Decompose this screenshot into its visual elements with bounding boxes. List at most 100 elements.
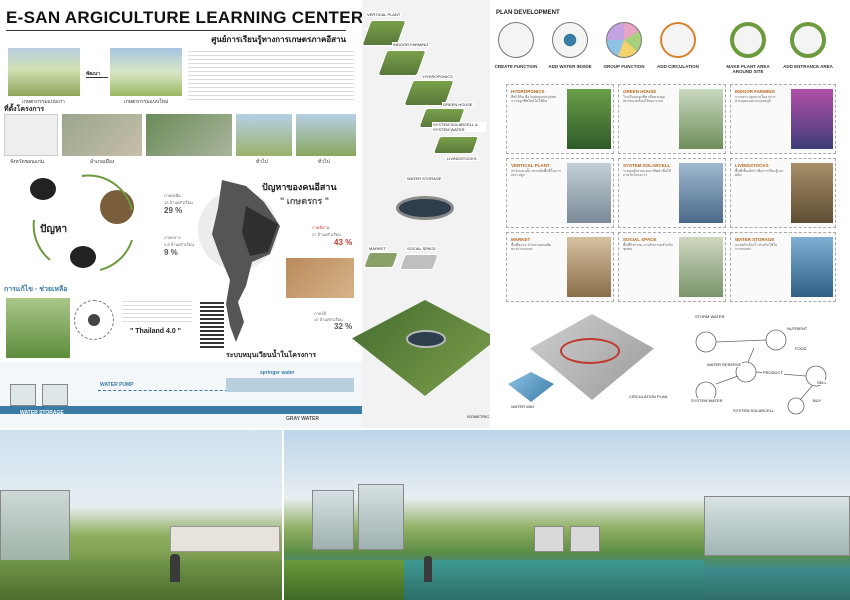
- function-photo: [791, 237, 833, 297]
- step-label-2: ADD WATER INSIDE: [548, 64, 592, 69]
- step-label-5: MAKE PLANT AREA AROUND SITE: [726, 64, 770, 74]
- step-plant-area: [730, 22, 766, 58]
- label-indoor-farming: INDOOR FARMING: [392, 42, 430, 47]
- function-photo: [679, 163, 723, 223]
- greenhouse-section-2: [42, 384, 68, 406]
- solution-photo: [6, 298, 70, 358]
- cycle-label-nutrient: NUTRIENT: [786, 326, 809, 331]
- cycle-label-system-solarcell: SYSTEM SOLARCELL: [732, 408, 776, 413]
- label-vertical-plant: VERTICAL PLANT: [366, 12, 402, 17]
- visitor-figure: [424, 556, 432, 582]
- function-text: พื้นที่เลี้ยงสัตว์ เพื่อการเรียนรู้และผล…: [735, 169, 784, 177]
- function-text: พื้นที่ตลาด จำหน่ายผลผลิตทางการเกษตร: [511, 243, 552, 251]
- function-title: INDOOR FARMING: [735, 89, 775, 94]
- gable-house-2: [358, 484, 404, 550]
- stat-north-pct: 29 %: [164, 206, 183, 215]
- cycle-label-buy: BUY: [812, 398, 823, 403]
- function-cell-market: MARKET พื้นที่ตลาด จำหน่ายผลผลิตทางการเก…: [506, 232, 614, 302]
- pond: [404, 560, 704, 600]
- pavilion-building: [170, 526, 280, 552]
- function-photo: [679, 89, 723, 149]
- site-caption-photo-2: ทั่วไป: [318, 159, 330, 165]
- stat-northeast-pct: 43 %: [334, 238, 353, 247]
- solarcell-plot: [432, 136, 480, 154]
- function-photo: [791, 163, 833, 223]
- function-text: แหล่งกักเก็บน้ำ สำหรับใช้ในการเกษตร: [735, 243, 778, 251]
- site-map-province: [4, 114, 58, 156]
- function-cell-indoor-farming: INDOOR FARMING การเพาะปลูกภายในอาคาร ควบ…: [730, 84, 836, 154]
- site-caption-district: อำเภอเมือง: [90, 159, 115, 165]
- label-livingstocks: LIVINGSTOCKS: [446, 156, 478, 161]
- function-cell-green-house: GREEN HOUSE โรงเรือนปลูกพืช เพื่อควบคุมส…: [618, 84, 726, 154]
- function-title: LIVINGSTOCKS: [735, 163, 769, 168]
- foreground-garden: [284, 560, 404, 600]
- stat-northeast-label: ภาคอีสาน: [312, 225, 330, 230]
- function-cell-solarcell: SYSTEM SOLARCELL ระบบพลังงานแสงอาทิตย์ เ…: [618, 158, 726, 228]
- small-house-2: [570, 526, 600, 552]
- site-map-district: [62, 114, 142, 156]
- function-title: HYDROPONICS: [511, 89, 545, 94]
- greenhouse-building: [0, 490, 70, 562]
- cycle-label-storm-water: STORM WATER: [694, 314, 726, 319]
- label-social-space: SOCIAL SPACE: [406, 246, 437, 251]
- underground-water: [0, 406, 362, 414]
- stat-central-value: 0.8 ล้านครัวเรือน: [164, 242, 194, 247]
- gable-house-1: [312, 490, 354, 550]
- step-label-6: ADD ENTRANCE AREA: [783, 64, 833, 69]
- step-entrance-area: [790, 22, 826, 58]
- site-caption-photo-1: ทั่วไป: [256, 159, 268, 165]
- function-text: ระบบพลังงานแสงอาทิตย์ เพื่อใช้ภายในโครงก…: [623, 169, 671, 177]
- label-isometric: ISOMETRIC: [467, 414, 490, 419]
- greenhouse-section-1: [10, 384, 36, 406]
- function-text: ฟาร์มแนวตั้ง ประหยัดพื้นที่ในการเพาะปลูก: [511, 169, 561, 177]
- label-market: MARKET: [368, 246, 387, 251]
- function-text: พื้นที่กิจกรรม ลานกิจกรรมสำหรับชุมชน: [623, 243, 673, 251]
- cycle-label-product: PRODUCT: [762, 370, 784, 375]
- function-text: การเพาะปลูกภายในอาคาร ควบคุมแสงและอุณหภู…: [735, 95, 776, 103]
- label-green-house: GREEN HOUSE: [442, 102, 474, 107]
- site-heading: ที่ตั้งโครงการ: [4, 106, 45, 113]
- stat-northeast-value: 27 ล้านครัวเรือน: [312, 232, 341, 237]
- site-photo-2: [296, 114, 356, 156]
- step-label-1: CREATE FUNCTION: [494, 64, 538, 69]
- function-text: พืชไร้ดิน คือ hydroponic plant การปลูกพื…: [511, 95, 557, 103]
- function-title: GREEN HOUSE: [623, 89, 657, 94]
- label-hydroponics: HYDROPONICS: [422, 74, 454, 79]
- function-photo: [791, 89, 833, 149]
- dry-soil-icon: [100, 190, 134, 224]
- water-way-model: [508, 372, 554, 402]
- resource-cycle-diagram: [695, 329, 827, 415]
- system-heading: ระบบหมุนเวียนน้ำในโครงการ: [226, 352, 317, 359]
- thailand-map: [212, 180, 280, 342]
- render-pond-landscape: [284, 430, 850, 600]
- title-divider: [6, 30, 346, 31]
- label-circulation-plan: CIRCULATION PLAN: [628, 394, 669, 399]
- function-title: MARKET: [511, 237, 531, 242]
- stat-north-label: ภาคเหนือ: [164, 193, 181, 198]
- cycle-arrows: [32, 174, 133, 271]
- isometric-site-model: [352, 300, 498, 396]
- label-water-storage: WATER STORAGE: [406, 176, 443, 181]
- cycle-label-sell: SELL: [816, 380, 828, 385]
- function-grid: HYDROPONICS พืชไร้ดิน คือ hydroponic pla…: [506, 84, 836, 302]
- step-create-function: [498, 22, 534, 58]
- cycle-label-food: FOOD: [794, 346, 808, 351]
- function-cell-water-storage: WATER STORAGE แหล่งกักเก็บน้ำ สำหรับใช้ใ…: [730, 232, 836, 302]
- family-icon: [70, 246, 96, 268]
- label-water-way: WATER WAY: [510, 404, 536, 409]
- water-pipe: [98, 390, 238, 391]
- function-title: WATER STORAGE: [735, 237, 775, 242]
- board-subtitle: ศูนย์การเรียนรู้ทางการเกษตรภาคอีสาน: [211, 35, 346, 44]
- function-photo: [567, 163, 611, 223]
- function-photo: [679, 237, 723, 297]
- water-storage-tank: [396, 196, 454, 220]
- vertical-farm-structure: [704, 496, 850, 556]
- intro-paragraph: [188, 48, 354, 100]
- market-plot: [363, 252, 399, 268]
- sprinkler-label: springer water: [260, 370, 295, 376]
- left-panel: E-SAN ARGICULTURE LEARNING CENTER ศูนย์ก…: [0, 0, 363, 428]
- function-title: SOCIAL SPACE: [623, 237, 657, 242]
- indoor-farming-plot: [377, 50, 427, 76]
- stat-south-label: ภาคใต้: [314, 311, 327, 316]
